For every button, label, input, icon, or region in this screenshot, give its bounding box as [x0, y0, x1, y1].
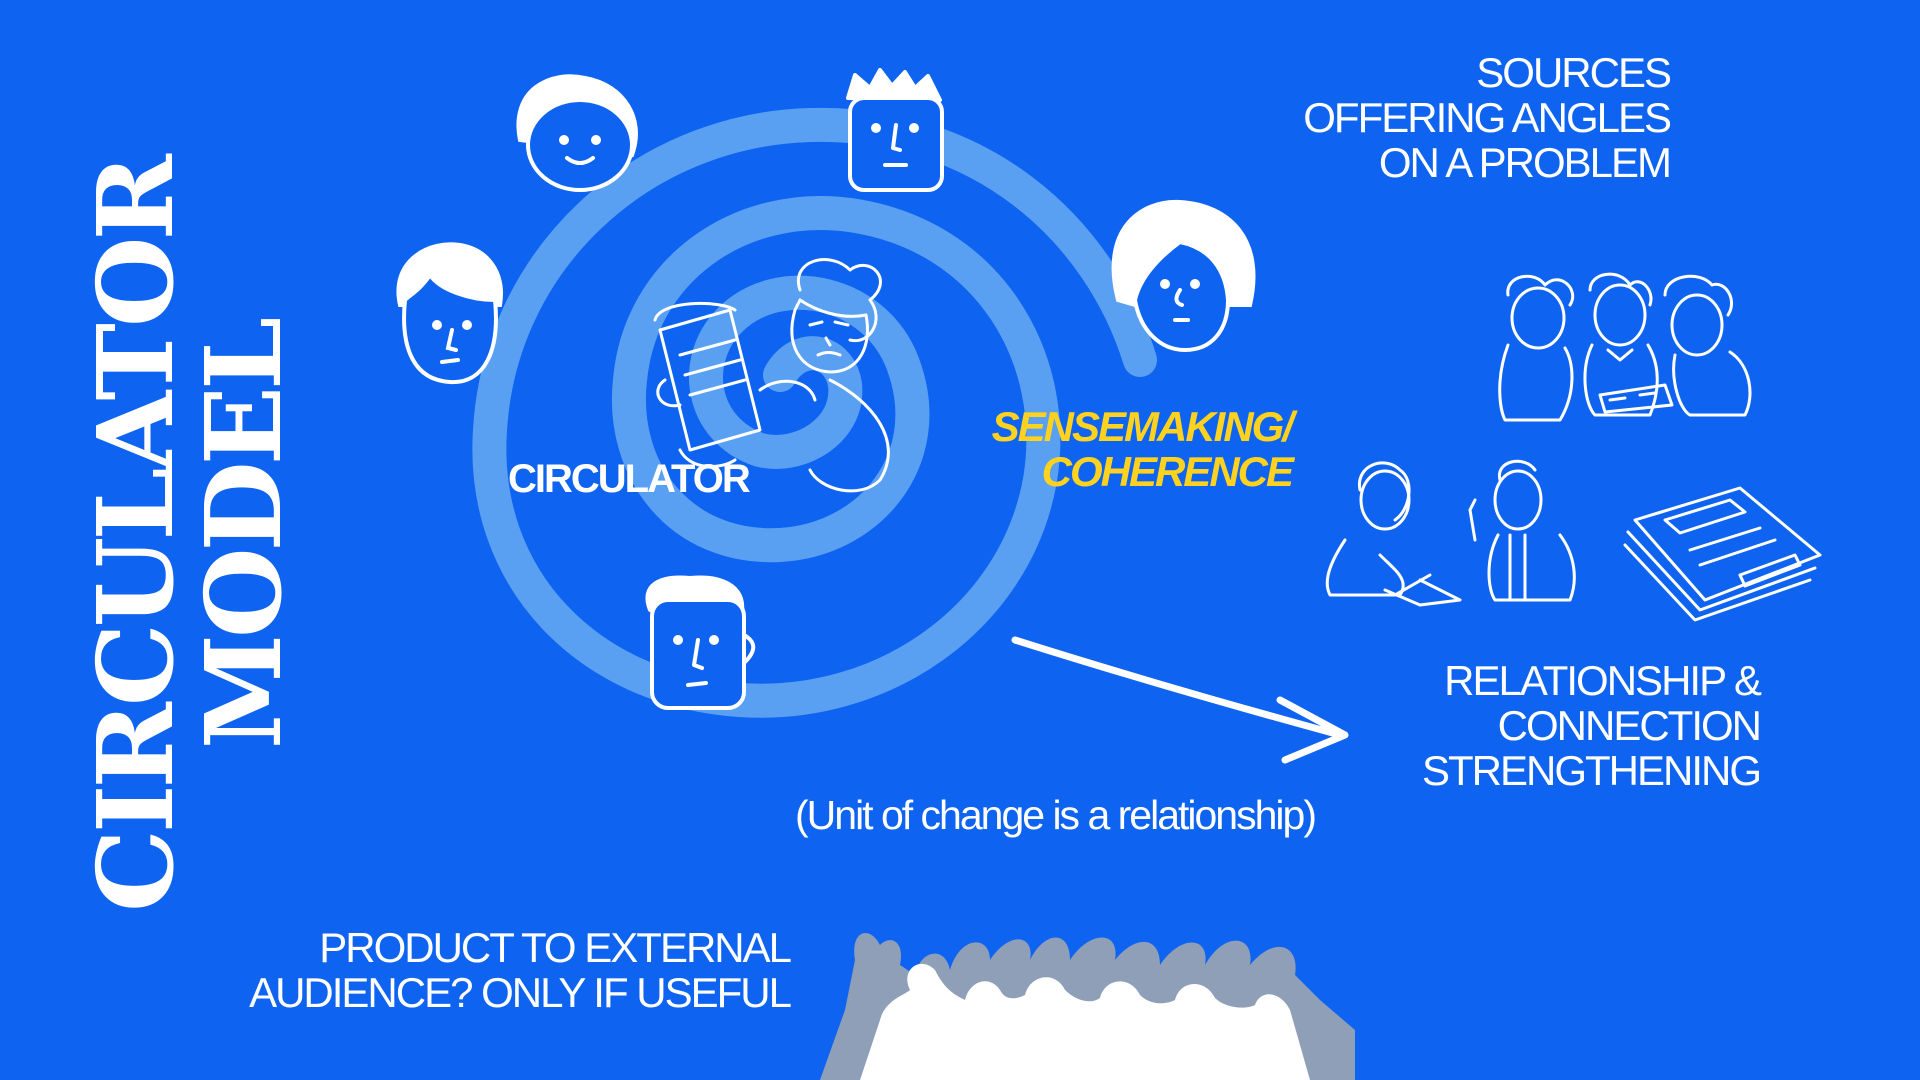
- sources-line-3: ON A PROBLEM: [1378, 139, 1672, 186]
- person-with-clipboard-icon: [653, 258, 890, 493]
- title-line-circulator: CIRCULATOR: [74, 158, 197, 912]
- face-left-icon: [396, 242, 503, 385]
- relationship-line-2: CONNECTION: [1497, 702, 1762, 749]
- unit-of-change-note: (Unit of change is a relationship): [795, 792, 1317, 838]
- group-at-table-icon: [1498, 272, 1752, 422]
- sensemaking-line-2: COHERENCE: [1041, 448, 1294, 495]
- face-smile-icon: [516, 74, 638, 192]
- arrow-right-icon: [1011, 636, 1349, 764]
- two-people-talking-icon: [1325, 459, 1576, 607]
- relationship-line-1: RELATIONSHIP &: [1444, 657, 1762, 704]
- crowd-silhouette-icon: [820, 933, 1355, 1080]
- relationship-line-3: STRENGTHENING: [1421, 747, 1762, 794]
- product-label: PRODUCT TO EXTERNAL AUDIENCE? ONLY IF US…: [190, 924, 792, 1016]
- sources-line-2: OFFERING ANGLES: [1303, 94, 1672, 141]
- product-line-1: PRODUCT TO EXTERNAL: [319, 924, 792, 971]
- circulator-label: CIRCULATOR: [508, 457, 751, 501]
- sensemaking-line-1: SENSEMAKING/: [991, 403, 1294, 450]
- title-line-model: MODEL: [182, 320, 305, 750]
- newspaper-icon: [1623, 486, 1822, 622]
- face-bottom-icon: [645, 575, 756, 710]
- title-block: CIRCULATOR MODEL: [60, 158, 320, 912]
- sources-line-1: SOURCES: [1476, 49, 1672, 96]
- face-bob-hair-icon: [1111, 199, 1256, 353]
- spiral-path: [472, 107, 1157, 718]
- sources-label: SOURCES OFFERING ANGLES ON A PROBLEM: [1303, 49, 1672, 186]
- sensemaking-label: SENSEMAKING/ COHERENCE: [962, 403, 1294, 495]
- relationship-label: RELATIONSHIP & CONNECTION STRENGTHENING: [1421, 657, 1762, 794]
- face-spiky-hair-icon: [846, 68, 944, 192]
- product-line-2: AUDIENCE? ONLY IF USEFUL: [249, 969, 792, 1016]
